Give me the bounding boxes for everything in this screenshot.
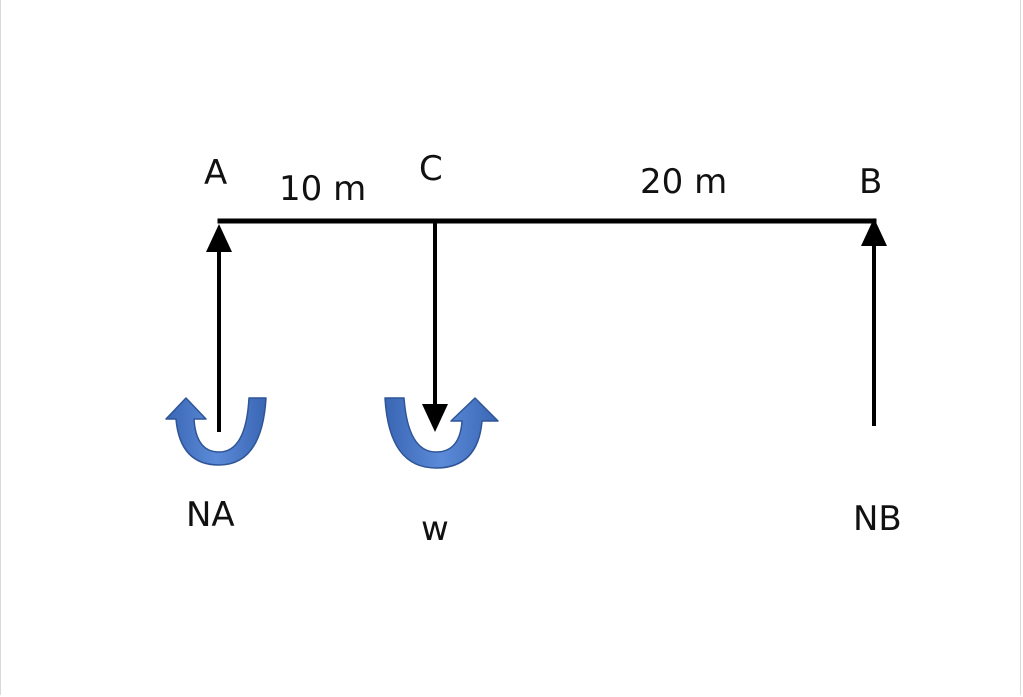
curved-arrow-counterclockwise-icon <box>165 397 267 466</box>
distance-label-ac: 10 m <box>279 169 367 209</box>
point-label-c: C <box>419 149 443 189</box>
reaction-arrow-nb <box>861 218 887 426</box>
force-label-na: NA <box>186 495 235 535</box>
curved-arrow-clockwise-icon <box>384 397 499 469</box>
force-label-w: w <box>421 509 449 549</box>
force-label-nb: NB <box>853 499 902 539</box>
load-arrow-w <box>422 223 448 432</box>
distance-label-cb: 20 m <box>640 162 728 202</box>
point-label-a: A <box>204 153 228 193</box>
reaction-arrow-na <box>206 224 232 432</box>
point-label-b: B <box>859 162 883 202</box>
